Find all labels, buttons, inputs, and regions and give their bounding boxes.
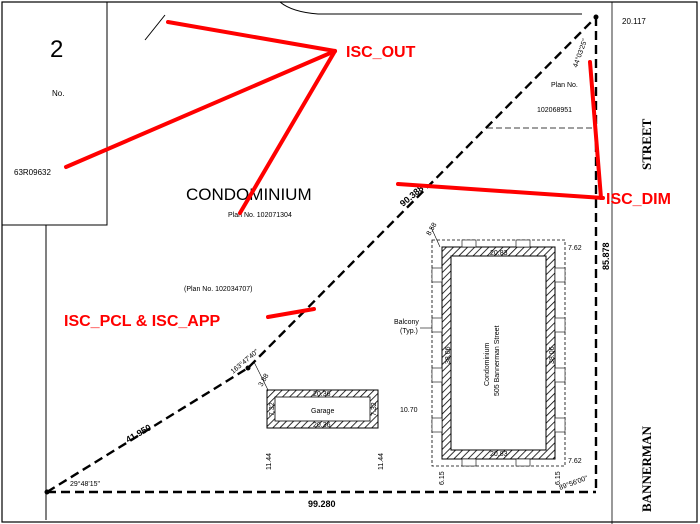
garage-right-height: 7.32 bbox=[371, 402, 378, 416]
garage-left-height: 7.32 bbox=[269, 402, 276, 416]
balcony-label: Balcony bbox=[394, 319, 419, 326]
balcony bbox=[431, 367, 443, 383]
offset-line-858 bbox=[430, 226, 441, 248]
offset-line-388 bbox=[253, 361, 269, 391]
garage-inner bbox=[274, 396, 371, 422]
plan-mid: (Plan No. 102034707) bbox=[184, 286, 253, 293]
street-label-top: STREET bbox=[639, 118, 654, 170]
corner-monument-top-right bbox=[593, 14, 599, 20]
parcel-boundary-diagonal bbox=[46, 16, 597, 494]
offset-1144-left: 11.44 bbox=[266, 453, 273, 470]
plan-no-right-label: Plan No. bbox=[551, 82, 578, 89]
corner-monument-bottom-left bbox=[44, 489, 50, 495]
upper-parcel-arc bbox=[144, 14, 166, 41]
dim-right-side: 85.878 bbox=[601, 242, 611, 270]
callout-isc-dim: ISC_DIM bbox=[606, 191, 671, 208]
offset-615-right: 6.15 bbox=[555, 471, 562, 485]
lot-plan-ref: 63R09632 bbox=[14, 168, 51, 177]
balcony bbox=[515, 458, 531, 467]
offset-615-left: 6.15 bbox=[439, 471, 446, 485]
dim-bottom: 99.280 bbox=[308, 499, 336, 509]
callout-isc-pcl: ISC_PCL & ISC_APP bbox=[64, 313, 221, 330]
balcony bbox=[461, 239, 477, 248]
garage: Garage 20.36 20.36 7.32 7.32 bbox=[266, 389, 379, 429]
balcony bbox=[515, 239, 531, 248]
balcony bbox=[431, 317, 443, 333]
lot-no-label: No. bbox=[52, 89, 64, 98]
balcony bbox=[461, 458, 477, 467]
balcony-typ-label: (Typ.) bbox=[400, 328, 418, 335]
building-left-height: 38.06 bbox=[445, 346, 452, 364]
plan-no-right-number: 102068951 bbox=[537, 107, 572, 114]
lot-panel-border bbox=[2, 2, 108, 226]
garage-top-width: 20.36 bbox=[313, 391, 331, 398]
offset-762-top: 7.62 bbox=[568, 245, 582, 252]
corner-monument-angle bbox=[245, 365, 251, 371]
garage-bottom-width: 20.36 bbox=[313, 422, 331, 429]
top-curve bbox=[279, 1, 582, 15]
offset-762-bottom: 7.62 bbox=[568, 458, 582, 465]
balcony bbox=[431, 267, 443, 283]
building-footprint bbox=[431, 239, 566, 467]
balcony bbox=[554, 267, 566, 283]
balcony bbox=[554, 317, 566, 333]
condo-building: 20.83 20.83 38.06 38.06 Condominium 505 … bbox=[431, 239, 566, 467]
callout-line-out-bottom bbox=[238, 49, 337, 215]
callout-isc-out: ISC_OUT bbox=[346, 44, 416, 61]
offset-1144-right: 11.44 bbox=[378, 453, 385, 470]
callout-line-dim-left bbox=[396, 182, 605, 200]
balcony bbox=[554, 367, 566, 383]
lot-number: 2 bbox=[50, 36, 63, 63]
building-name: Condominium bbox=[484, 343, 491, 386]
street-label-bottom: BANNERMAN bbox=[639, 425, 654, 512]
building-right-height: 38.06 bbox=[549, 346, 556, 364]
callout-line-dim-top bbox=[588, 60, 603, 200]
callout-line-pcl bbox=[266, 307, 316, 319]
callout-line-out-top bbox=[166, 20, 337, 53]
condo-plan: Plan No. 102071304 bbox=[228, 212, 292, 219]
callout-lines bbox=[64, 20, 605, 319]
building-top-width: 20.83 bbox=[490, 250, 508, 257]
angle-bottom-left: 29°48'15" bbox=[70, 480, 100, 488]
offset-1070: 10.70 bbox=[400, 407, 418, 414]
building-inner bbox=[450, 255, 547, 451]
garage-label: Garage bbox=[311, 408, 334, 415]
top-right-number: 20.117 bbox=[622, 17, 646, 26]
building-bottom-width: 20.83 bbox=[490, 451, 508, 458]
building-address: 505 Bannerman Street bbox=[494, 326, 501, 396]
balcony bbox=[431, 417, 443, 433]
callout-line-out-left bbox=[64, 49, 337, 169]
balcony bbox=[554, 417, 566, 433]
